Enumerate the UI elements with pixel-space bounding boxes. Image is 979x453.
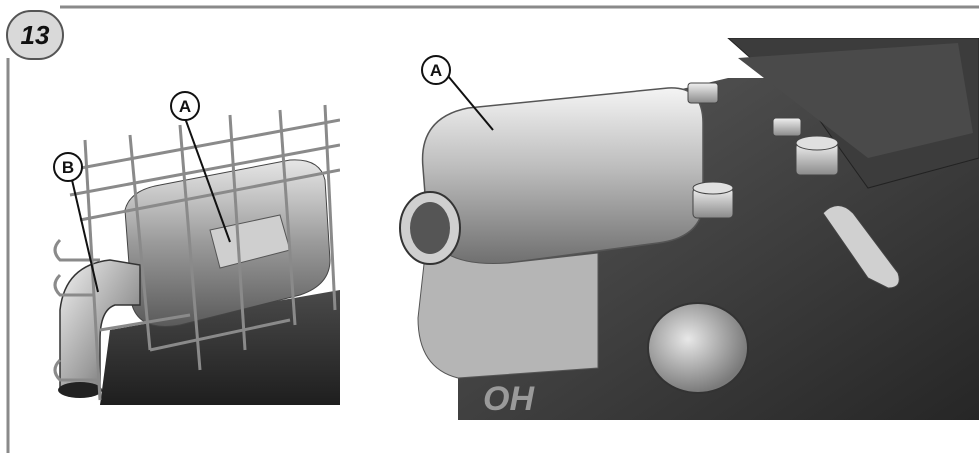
engine-lettering: OH xyxy=(483,380,535,418)
exhaust-outlet-hole xyxy=(410,202,450,254)
dipstick-handle xyxy=(822,205,900,289)
bolt-3 xyxy=(687,82,719,104)
bolt-2 xyxy=(795,135,839,176)
cover-fins xyxy=(738,43,973,158)
wire-guard xyxy=(53,104,340,401)
left-illustration xyxy=(40,100,340,405)
muffler-shroud xyxy=(421,87,704,265)
exhaust-elbow xyxy=(59,259,141,391)
oil-fill-cap xyxy=(647,302,749,394)
muffler-guard-drawing xyxy=(53,104,340,405)
right-illustration: OH xyxy=(398,38,979,420)
leader-a-left xyxy=(184,117,231,243)
step-number: 13 xyxy=(20,19,50,50)
engine-base xyxy=(100,290,340,405)
elbow-opening xyxy=(58,382,102,398)
bolt-4 xyxy=(772,117,802,137)
step-number-badge: 13 xyxy=(6,10,64,60)
leader-a-right xyxy=(447,75,494,131)
bolt-1 xyxy=(692,181,734,219)
leader-b-left xyxy=(71,179,99,293)
engine-muffler-drawing: OH xyxy=(399,38,979,420)
